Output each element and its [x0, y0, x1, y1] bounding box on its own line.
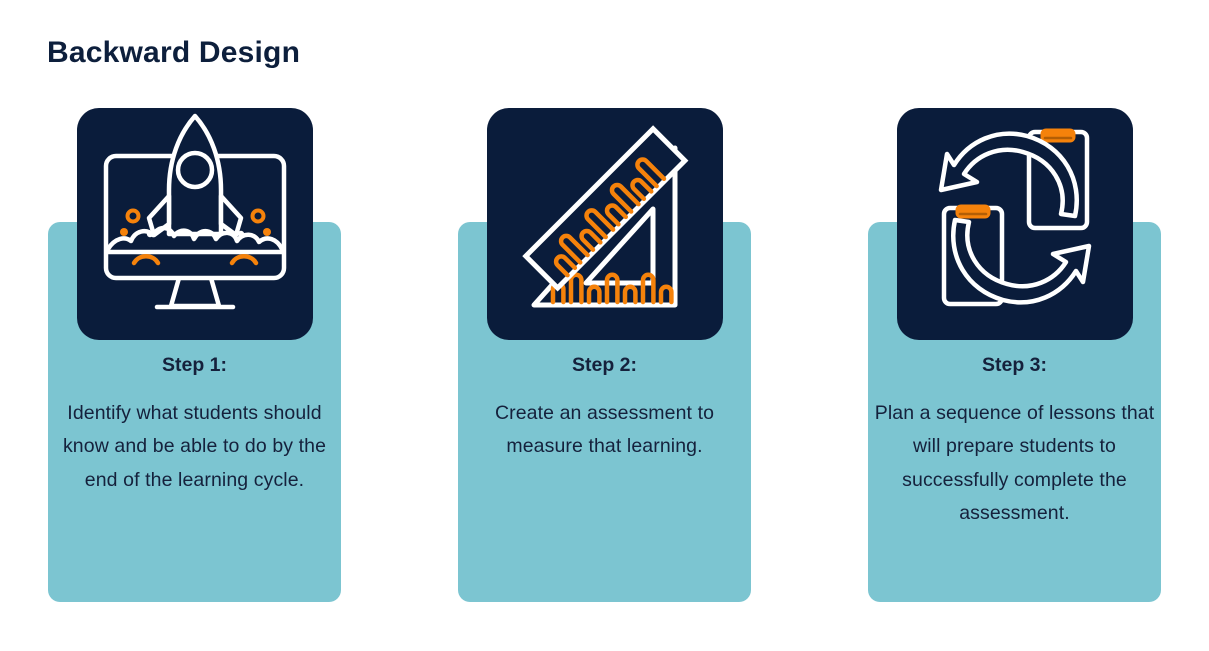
cycle-clipboards-icon [896, 108, 1133, 340]
card-text-block: Step 1: Identify what students should kn… [48, 354, 341, 497]
step-card-2[interactable]: Step 2: Create an assessment to measure … [458, 108, 751, 602]
step-label: Step 1: [161, 354, 227, 376]
card-text-block: Step 2: Create an assessment to measure … [458, 354, 751, 464]
step-label: Step 3: [981, 354, 1047, 376]
step-label: Step 2: [571, 354, 637, 376]
page-title: Backward Design [47, 36, 301, 69]
ruler-set-square-icon [486, 108, 723, 340]
step-description: Create an assessment to measure that lea… [494, 401, 715, 458]
step-card-3[interactable]: Step 3: Plan a sequence of lessons that … [868, 108, 1161, 602]
step-description: Plan a sequence of lessons that will pre… [874, 401, 1155, 525]
step-description: Identify what students should know and b… [62, 401, 327, 491]
rocket-launch-monitor-icon [76, 108, 313, 340]
card-text-block: Step 3: Plan a sequence of lessons that … [868, 354, 1161, 531]
step-card-1[interactable]: Step 1: Identify what students should kn… [48, 108, 341, 602]
